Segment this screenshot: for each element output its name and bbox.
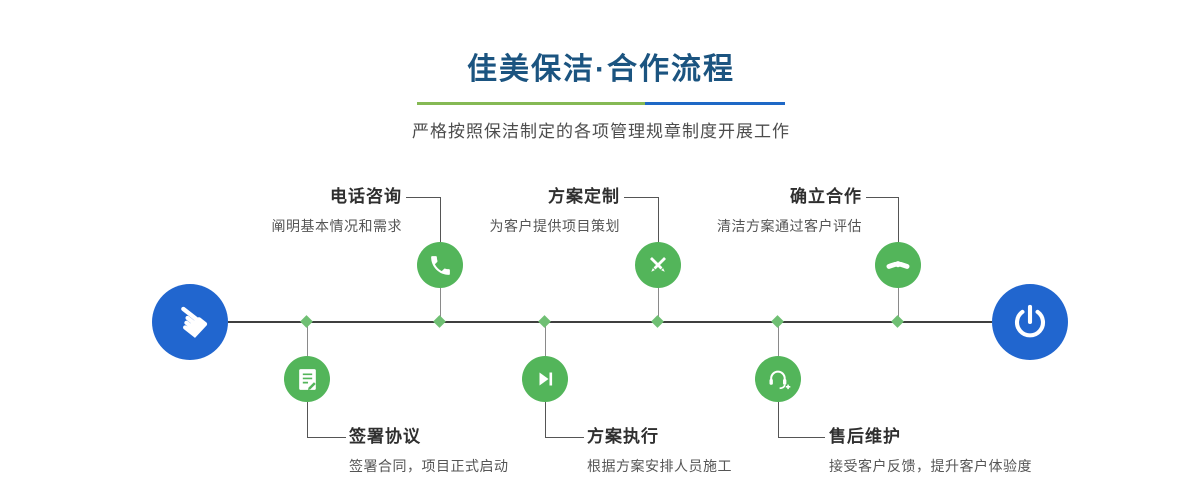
power-icon <box>1014 304 1046 338</box>
step-label: 方案定制 <box>548 187 620 206</box>
step-node-plan <box>635 242 681 288</box>
step-text: 方案定制 为客户提供项目策划 <box>490 186 621 236</box>
label-connector <box>406 197 441 242</box>
timeline-diamond <box>300 315 313 328</box>
timeline-line <box>228 321 992 323</box>
connector-stem <box>545 322 546 356</box>
phone-icon <box>430 255 450 275</box>
label-connector <box>307 402 346 438</box>
contract-icon <box>298 368 316 390</box>
end-node <box>992 284 1068 360</box>
step-text: 电话咨询 阐明基本情况和需求 <box>272 186 403 236</box>
step-node-execution <box>522 356 568 402</box>
pencil-ruler-icon <box>650 257 666 272</box>
timeline-diamond <box>433 315 446 328</box>
step-node-phone <box>417 242 463 288</box>
step-node-aftersales <box>755 356 801 402</box>
hand-pointer-icon: ☚ <box>160 290 221 353</box>
label-connector <box>866 197 899 242</box>
step-label: 售后维护 <box>829 427 901 446</box>
handshake-icon <box>886 261 910 269</box>
divider-green-segment <box>417 102 646 105</box>
timeline-diamond <box>651 315 664 328</box>
divider-blue-segment <box>645 102 785 105</box>
step-node-cooperation <box>875 242 921 288</box>
play-icon <box>539 372 553 386</box>
step-label: 签署协议 <box>349 427 421 446</box>
title-divider <box>417 102 785 105</box>
label-connector <box>545 402 584 438</box>
step-label: 确立合作 <box>790 187 862 206</box>
page-title: 佳美保洁·合作流程 <box>467 53 735 86</box>
step-label: 电话咨询 <box>330 187 402 206</box>
step-text: 售后维护 接受客户反馈，提升客户体验度 <box>829 426 1032 476</box>
step-node-contract <box>284 356 330 402</box>
step-label: 方案执行 <box>587 427 659 446</box>
connector-stem <box>307 322 308 356</box>
timeline-diamond <box>771 315 784 328</box>
step-desc: 签署合同，项目正式启动 <box>349 458 509 474</box>
step-desc: 为客户提供项目策划 <box>489 218 620 234</box>
connector-stem <box>778 322 779 356</box>
step-desc: 接受客户反馈，提升客户体验度 <box>829 458 1032 474</box>
label-connector <box>624 197 659 242</box>
step-desc: 清洁方案通过客户评估 <box>717 218 862 234</box>
page-header: 佳美保洁·合作流程 严格按照保洁制定的各项管理规章制度开展工作 <box>0 0 1202 142</box>
step-text: 签署协议 签署合同，项目正式启动 <box>349 426 509 476</box>
label-connector <box>778 402 825 438</box>
step-text: 方案执行 根据方案安排人员施工 <box>587 426 732 476</box>
connector-stem <box>658 288 659 322</box>
connector-stem <box>898 288 899 322</box>
step-desc: 根据方案安排人员施工 <box>587 458 732 474</box>
start-node: ☚ <box>152 284 228 360</box>
timeline-diamond <box>891 315 904 328</box>
timeline-diamond <box>538 315 551 328</box>
step-desc: 阐明基本情况和需求 <box>271 218 402 234</box>
page-subtitle: 严格按照保洁制定的各项管理规章制度开展工作 <box>412 122 790 141</box>
connector-stem <box>440 288 441 322</box>
step-text: 确立合作 清洁方案通过客户评估 <box>717 186 862 236</box>
headset-icon <box>769 370 790 389</box>
